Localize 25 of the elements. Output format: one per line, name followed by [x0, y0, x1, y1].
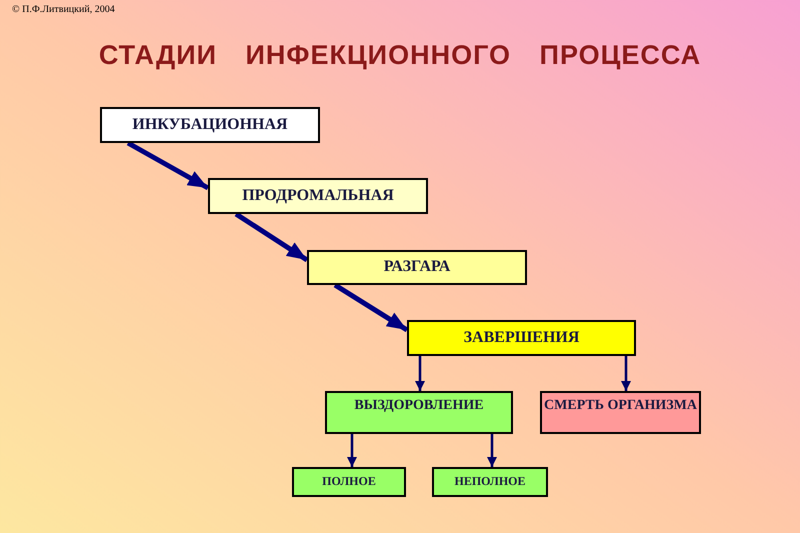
arrow	[347, 434, 357, 467]
stage-box	[292, 467, 406, 497]
arrow	[487, 434, 497, 467]
slide-title: СТАДИИ ИНФЕКЦИОННОГО ПРОЦЕССА	[98, 40, 702, 71]
stage-box	[208, 178, 428, 214]
arrow	[621, 356, 631, 391]
stage-box	[407, 320, 636, 356]
arrow	[334, 282, 408, 332]
arrow	[234, 212, 308, 262]
stage-box	[540, 391, 701, 434]
stage-label: РАЗГАРА	[384, 258, 450, 277]
stage-box	[307, 250, 527, 285]
stage-label: СМЕРТЬ ОРГАНИЗМА	[544, 398, 697, 414]
stage-label: ПОЛНОЕ	[322, 475, 376, 489]
stage-label: ЗАВЕРШЕНИЯ	[464, 328, 580, 348]
stage-label: ПРОДРОМАЛЬНАЯ	[242, 186, 394, 206]
stage-box	[100, 107, 320, 143]
arrow	[126, 140, 210, 190]
arrow	[415, 356, 425, 391]
stage-label: ВЫЗДОРОВЛЕНИЕ	[354, 398, 484, 414]
stage-label: ИНКУБАЦИОННАЯ	[132, 116, 288, 134]
stage-box	[432, 467, 548, 497]
stage-box	[325, 391, 513, 434]
stage-label: НЕПОЛНОЕ	[454, 475, 526, 489]
copyright-note: © П.Ф.Литвицкий, 2004	[12, 4, 115, 15]
